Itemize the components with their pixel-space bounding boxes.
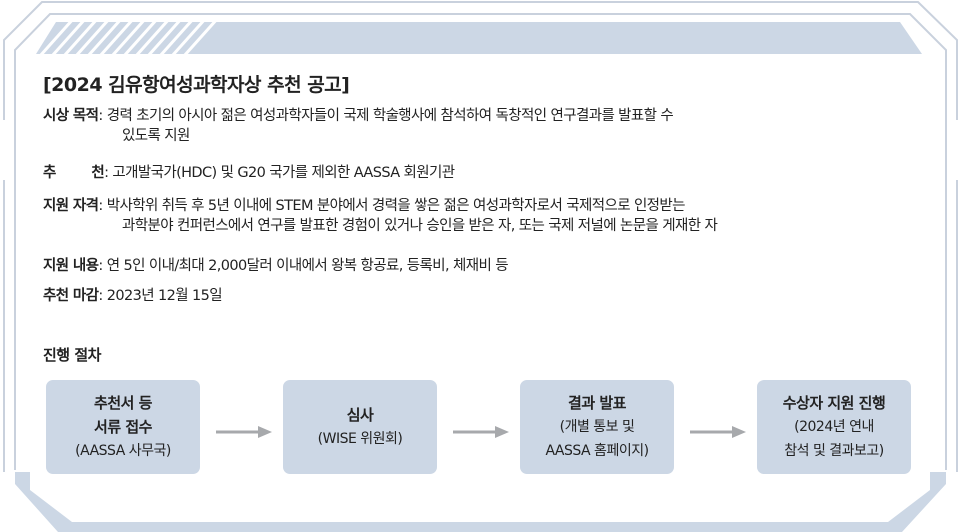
- info-label: 추천 마감: [43, 288, 99, 304]
- process-step-1: 추천서 등 서류 접수 (AASSA 사무국): [46, 380, 200, 474]
- step-subtitle: (2024년 연내: [794, 419, 874, 435]
- header-band: [36, 22, 922, 54]
- info-deadline: 추천 마감: 2023년 12월 15일: [43, 286, 223, 306]
- right-arrow-icon: [453, 426, 509, 438]
- info-eligibility: 지원 자격: 박사학위 취득 후 5년 이내에 STEM 분야에서 경력을 쌓은…: [43, 196, 718, 236]
- step-title: 심사: [346, 406, 374, 424]
- process-title: 진행 절차: [43, 346, 101, 364]
- info-separator: :: [98, 108, 107, 124]
- step-subtitle: (WISE 위원회): [317, 431, 403, 447]
- step-subtitle: AASSA 홈페이지): [545, 443, 649, 459]
- info-value: 박사학위 취득 후 5년 이내에 STEM 분야에서 경력을 쌓은 젊은 여성과…: [106, 198, 686, 214]
- info-value-continued: 과학분야 컨퍼런스에서 연구를 발표한 경험이 있거나 승인을 받은 자, 또는…: [122, 218, 718, 234]
- info-value-continued: 있도록 지원: [122, 128, 190, 144]
- step-title: 추천서 등: [94, 394, 152, 412]
- step-subtitle: (개별 통보 및: [559, 419, 635, 435]
- info-separator: :: [98, 288, 107, 304]
- process-step-3: 결과 발표 (개별 통보 및 AASSA 홈페이지): [520, 380, 674, 474]
- info-separator: :: [98, 258, 107, 274]
- info-label: 시상 목적: [43, 108, 99, 124]
- info-value: 연 5인 이내/최대 2,000달러 이내에서 왕복 항공료, 등록비, 체재비…: [106, 258, 509, 274]
- info-separator: :: [98, 198, 107, 214]
- info-label: 지원 내용: [43, 258, 99, 274]
- info-purpose: 시상 목적: 경력 초기의 아시아 젊은 여성과학자들이 국제 학술행사에 참석…: [43, 106, 674, 146]
- right-arrow-icon: [690, 426, 746, 438]
- step-subtitle: (AASSA 사무국): [75, 443, 171, 459]
- process-step-4: 수상자 지원 진행 (2024년 연내 참석 및 결과보고): [757, 380, 911, 474]
- info-value: 고개발국가(HDC) 및 G20 국가를 제외한 AASSA 회원기관: [112, 165, 455, 181]
- info-value: 2023년 12월 15일: [106, 288, 223, 304]
- info-label: 추 천: [43, 165, 105, 181]
- step-title: 서류 접수: [94, 418, 152, 436]
- info-value: 경력 초기의 아시아 젊은 여성과학자들이 국제 학술행사에 참석하여 독창적인…: [106, 108, 674, 124]
- info-recommender: 추 천: 고개발국가(HDC) 및 G20 국가를 제외한 AASSA 회원기관: [43, 163, 455, 183]
- step-title: 결과 발표: [568, 394, 626, 412]
- info-label: 지원 자격: [43, 198, 99, 214]
- process-step-2: 심사 (WISE 위원회): [283, 380, 437, 474]
- info-separator: :: [104, 165, 113, 181]
- step-subtitle: 참석 및 결과보고): [784, 443, 884, 459]
- right-arrow-icon: [216, 426, 272, 438]
- step-title: 수상자 지원 진행: [782, 394, 886, 412]
- info-support: 지원 내용: 연 5인 이내/최대 2,000달러 이내에서 왕복 항공료, 등…: [43, 256, 509, 276]
- notice-title: [2024 김유항여성과학자상 추천 공고]: [43, 74, 350, 96]
